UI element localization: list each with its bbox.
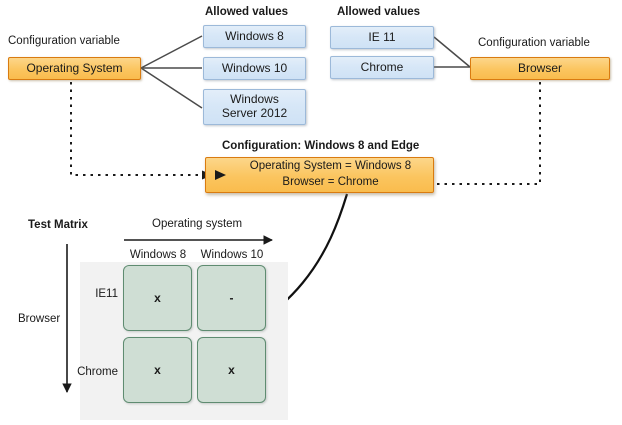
allowed-values-heading-os: Allowed values (205, 6, 289, 18)
matrix-cell-chrome-windows-8[interactable]: x (123, 337, 192, 403)
allowed-value-windows-10-label: Windows 10 (221, 60, 288, 75)
configuration-line-os: Operating System = Windows 8 (249, 160, 412, 173)
matrix-cell-value: x (154, 291, 161, 305)
os-config-variable-label: Configuration variable (8, 35, 120, 47)
allowed-value-chrome-label: Chrome (360, 59, 404, 74)
allowed-value-ie-11-label: IE 11 (368, 29, 396, 44)
browser-config-variable-label: Configuration variable (478, 37, 590, 49)
variable-node-browser-label: Browser (517, 60, 562, 75)
test-matrix-title: Test Matrix (28, 219, 88, 231)
allowed-values-heading-browser: Allowed values (337, 6, 421, 18)
matrix-column-header-windows-8: Windows 8 (129, 249, 187, 261)
allowed-value-windows-10[interactable]: Windows 10 (203, 57, 306, 80)
allowed-value-ie-11[interactable]: IE 11 (330, 26, 434, 49)
os-to-configuration-dotted (70, 82, 199, 176)
matrix-cell-value: x (154, 363, 161, 377)
allowed-value-windows-server-2012-label-line1: Windows (230, 92, 279, 107)
configuration-node[interactable]: Operating System = Windows 8 Browser = C… (205, 157, 434, 193)
matrix-cell-value: - (229, 291, 234, 305)
matrix-y-axis-title: Browser (18, 313, 61, 325)
matrix-cell-ie11-windows-10[interactable]: - (197, 265, 266, 331)
allowed-value-windows-8-label: Windows 8 (225, 28, 284, 43)
matrix-column-header-windows-10: Windows 10 (200, 249, 264, 261)
allowed-value-chrome[interactable]: Chrome (330, 56, 434, 79)
matrix-x-axis-title: Operating system (152, 218, 243, 230)
allowed-value-windows-server-2012-label-line2: Server 2012 (221, 106, 288, 120)
variable-node-browser[interactable]: Browser (470, 57, 610, 80)
matrix-cell-ie11-windows-8[interactable]: x (123, 265, 192, 331)
browser-value-connectors (433, 36, 471, 68)
variable-node-operating-system-label: Operating System (26, 60, 123, 75)
allowed-value-windows-8[interactable]: Windows 8 (203, 25, 306, 48)
variable-node-operating-system[interactable]: Operating System (8, 57, 141, 80)
configuration-line-browser: Browser = Chrome (282, 176, 379, 188)
allowed-value-windows-server-2012[interactable]: Windows Server 2012 (203, 89, 306, 125)
matrix-cell-chrome-windows-10[interactable]: x (197, 337, 266, 403)
matrix-row-header-chrome: Chrome (77, 366, 118, 378)
matrix-cell-value: x (228, 363, 235, 377)
configuration-heading: Configuration: Windows 8 and Edge (222, 140, 420, 152)
matrix-row-header-ie11: IE11 (95, 288, 118, 300)
os-value-connectors (140, 35, 203, 109)
